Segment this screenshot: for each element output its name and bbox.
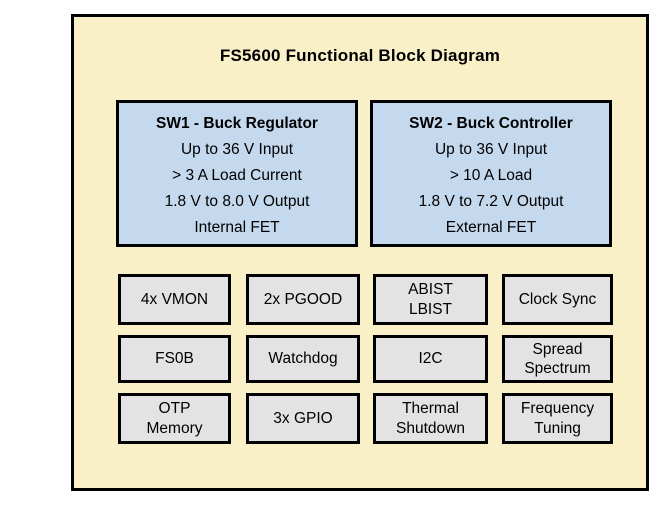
sw2-box-title: SW2 - Buck Controller: [409, 115, 573, 132]
module-box-abist-lbist: ABIST LBIST: [373, 274, 488, 325]
module-box-watchdog: Watchdog: [246, 335, 360, 383]
diagram-title: FS5600 Functional Block Diagram: [219, 46, 501, 65]
sw1-buck-regulator-box: SW1 - Buck Regulator Up to 36 V Input > …: [116, 100, 358, 247]
module-box-spread-spectrum: Spread Spectrum: [502, 335, 613, 383]
fs5600-block-diagram: FS5600 Functional Block Diagram SW1 - Bu…: [71, 14, 649, 491]
module-box-clock-sync: Clock Sync: [502, 274, 613, 325]
sw2-spec-input: Up to 36 V Input: [434, 141, 548, 158]
module-box-thermal-shutdown: Thermal Shutdown: [373, 393, 488, 444]
module-box-3x-gpio: 3x GPIO: [246, 393, 360, 444]
sw1-spec-output: 1.8 V to 8.0 V Output: [164, 193, 310, 210]
module-box-i2c: I2C: [373, 335, 488, 383]
sw1-spec-input: Up to 36 V Input: [180, 141, 294, 158]
sw2-spec-output: 1.8 V to 7.2 V Output: [418, 193, 564, 210]
sw2-buck-controller-box: SW2 - Buck Controller Up to 36 V Input >…: [370, 100, 612, 247]
module-box-fs0b: FS0B: [118, 335, 231, 383]
sw1-spec-load: > 3 A Load Current: [172, 167, 302, 184]
module-box-frequency-tuning: Frequency Tuning: [502, 393, 613, 444]
sw2-spec-load: > 10 A Load: [449, 167, 533, 184]
sw1-spec-fet: Internal FET: [194, 219, 280, 236]
module-box-2x-pgood: 2x PGOOD: [246, 274, 360, 325]
sw1-box-title: SW1 - Buck Regulator: [156, 115, 318, 132]
module-box-4x-vmon: 4x VMON: [118, 274, 231, 325]
sw2-spec-fet: External FET: [445, 219, 537, 236]
module-box-otp-memory: OTP Memory: [118, 393, 231, 444]
